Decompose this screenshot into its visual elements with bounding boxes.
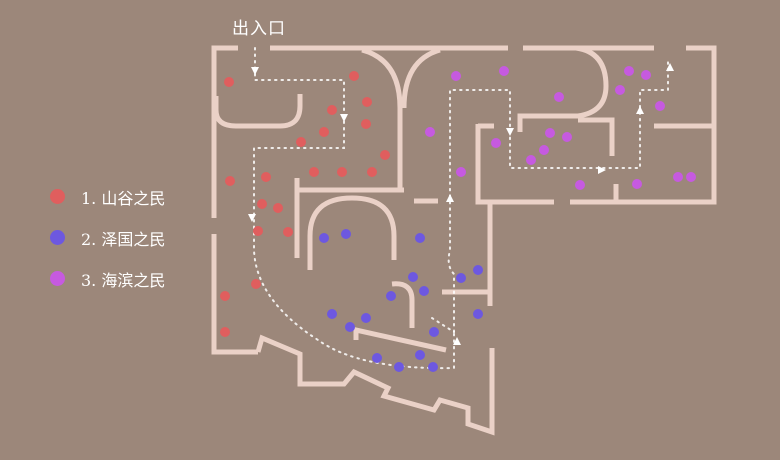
exhibit-dot-marsh xyxy=(456,273,466,283)
exhibit-dot-valley xyxy=(224,77,234,87)
exhibit-dot-valley xyxy=(362,97,372,107)
wall-outer-left-bottom xyxy=(211,234,258,355)
exhibit-dot-valley xyxy=(273,203,283,213)
wall-bottom-jagged xyxy=(255,334,495,436)
route-arrow-down-4 xyxy=(506,128,514,136)
exhibit-dot-coast xyxy=(641,70,651,80)
exhibit-dot-marsh xyxy=(429,327,439,337)
route-branch xyxy=(431,317,455,333)
route-arrow-up-4 xyxy=(666,63,674,71)
exhibit-dot-coast xyxy=(655,101,665,111)
exhibit-dot-coast xyxy=(526,155,536,165)
legend-item-valley: 1. 山谷之民 xyxy=(50,176,165,217)
wall-outer-left-top xyxy=(211,45,238,218)
exhibits-coast xyxy=(425,66,696,190)
exhibits-marsh xyxy=(319,229,483,372)
wall-center-right xyxy=(475,123,554,205)
legend-label-coast: 3. 海滨之民 xyxy=(81,270,166,290)
walls xyxy=(211,45,717,436)
exhibit-dot-marsh xyxy=(361,313,371,323)
wall-arch-right xyxy=(401,47,441,109)
exhibit-dot-marsh xyxy=(408,272,418,282)
route-arrow-down-2 xyxy=(340,114,348,122)
exhibit-dot-valley xyxy=(257,199,267,209)
exhibit-dot-marsh xyxy=(372,353,382,363)
exhibit-dot-marsh xyxy=(327,309,337,319)
exhibit-dot-marsh xyxy=(428,362,438,372)
legend-dot-valley xyxy=(50,189,65,204)
exhibit-dot-marsh xyxy=(419,286,429,296)
exhibit-dot-valley xyxy=(251,279,261,289)
route-arrow-up-2 xyxy=(453,337,461,345)
exhibit-dot-coast xyxy=(539,145,549,155)
entrance-label: 出入口 xyxy=(232,19,286,39)
exhibit-dot-valley xyxy=(296,137,306,147)
exhibit-dot-marsh xyxy=(386,291,396,301)
route-arrow-down-1 xyxy=(251,67,259,75)
legend: 1. 山谷之民 2. 泽国之民 3. 海滨之民 xyxy=(50,176,165,299)
exhibit-dot-coast xyxy=(499,66,509,76)
legend-dot-marsh xyxy=(50,230,65,245)
exhibit-dot-valley xyxy=(283,227,293,237)
legend-item-marsh: 2. 泽国之民 xyxy=(50,217,165,258)
exhibit-dot-valley xyxy=(349,71,359,81)
exhibit-dot-valley xyxy=(220,327,230,337)
exhibit-dot-valley xyxy=(361,119,371,129)
exhibit-dot-coast xyxy=(491,138,501,148)
exhibit-dot-coast xyxy=(425,127,435,137)
route-arrow-up-3 xyxy=(636,106,644,114)
wall-mid-right xyxy=(578,117,615,156)
exhibit-dot-coast xyxy=(632,179,642,189)
exhibit-dot-valley xyxy=(327,105,337,115)
exhibit-dot-marsh xyxy=(341,229,351,239)
legend-label-marsh: 2. 泽国之民 xyxy=(81,229,166,249)
wall-hook xyxy=(391,281,415,328)
wall-top-right-c xyxy=(570,45,717,205)
exhibit-dot-marsh xyxy=(319,233,329,243)
exhibit-dot-coast xyxy=(456,167,466,177)
wall-dome xyxy=(307,195,397,270)
exhibit-dot-marsh xyxy=(345,322,355,332)
legend-item-coast: 3. 海滨之民 xyxy=(50,258,165,299)
exhibit-dot-valley xyxy=(337,167,347,177)
exhibit-dot-valley xyxy=(309,167,319,177)
route-arrow-down-3 xyxy=(248,214,256,222)
exhibit-dot-coast xyxy=(686,172,696,182)
exhibit-dot-marsh xyxy=(394,362,404,372)
exhibit-dot-valley xyxy=(261,172,271,182)
exhibit-dot-coast xyxy=(575,180,585,190)
exhibit-dot-coast xyxy=(624,66,634,76)
exhibit-dot-valley xyxy=(225,176,235,186)
exhibit-dot-marsh xyxy=(415,233,425,243)
exhibit-dot-valley xyxy=(319,127,329,137)
wall-top-right-a xyxy=(517,45,609,132)
exhibit-dot-coast xyxy=(615,85,625,95)
exhibit-dot-valley xyxy=(253,226,263,236)
exhibit-dot-marsh xyxy=(415,350,425,360)
exhibits-valley xyxy=(220,71,390,337)
wall-hook-base xyxy=(353,326,447,353)
exhibit-dot-coast xyxy=(545,128,555,138)
exhibit-dot-coast xyxy=(673,172,683,182)
wall-arch xyxy=(361,47,403,190)
route-arrow-up-1 xyxy=(446,194,454,202)
exhibit-dot-valley xyxy=(380,150,390,160)
exhibit-dot-coast xyxy=(562,132,572,142)
legend-dot-coast xyxy=(50,271,65,286)
exhibit-dot-marsh xyxy=(473,309,483,319)
wall-alcove xyxy=(213,94,303,129)
exhibit-dot-valley xyxy=(367,167,377,177)
legend-label-valley: 1. 山谷之民 xyxy=(81,188,166,208)
exhibit-dot-coast xyxy=(554,92,564,102)
exhibit-dot-coast xyxy=(451,71,461,81)
tour-route xyxy=(248,47,674,370)
exhibit-dot-marsh xyxy=(473,265,483,275)
route-arrow-right xyxy=(598,166,606,174)
exhibit-dot-valley xyxy=(220,291,230,301)
